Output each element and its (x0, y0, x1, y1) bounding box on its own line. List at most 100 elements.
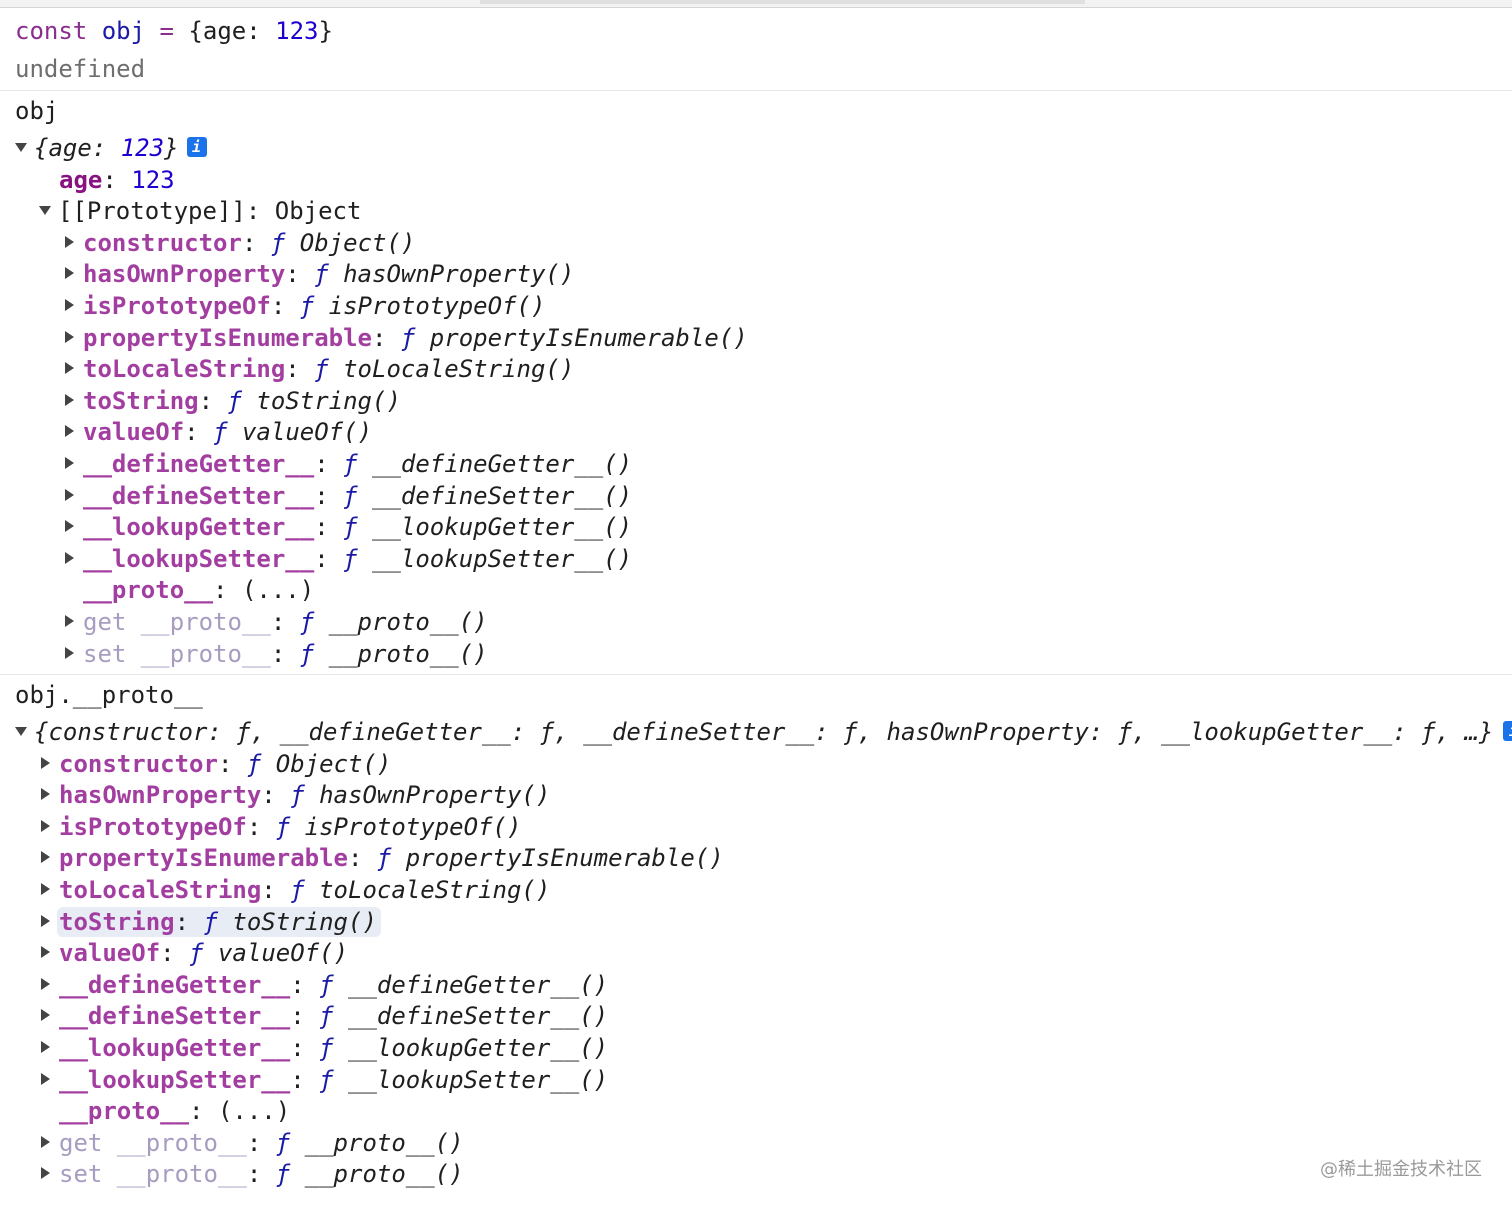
method-entry[interactable]: toLocaleString: ƒ toLocaleString() (59, 876, 550, 904)
proto-method-row[interactable]: __defineGetter__: ƒ __defineGetter__() (63, 449, 1512, 481)
expand-caret-icon[interactable] (65, 330, 74, 343)
scrollbar-thumb[interactable] (480, 0, 1085, 4)
method-entry[interactable]: get __proto__: ƒ __proto__() (59, 1129, 464, 1157)
proto-root-row[interactable]: {constructor: ƒ, __defineGetter__: ƒ, __… (15, 717, 1512, 749)
method-entry[interactable]: valueOf: ƒ valueOf() (59, 939, 348, 967)
function-symbol: ƒ (290, 876, 305, 905)
method-entry[interactable]: set __proto__: ƒ __proto__() (83, 640, 488, 668)
proto-method-row[interactable]: __defineSetter__: ƒ __defineSetter__() (39, 1001, 1512, 1033)
expand-caret-icon[interactable] (41, 977, 50, 990)
expand-caret-icon[interactable] (65, 235, 74, 248)
console-top-scrollbar[interactable] (0, 0, 1512, 8)
object-root-row[interactable]: {age: 123} i (15, 133, 1512, 165)
expand-caret-icon[interactable] (65, 456, 74, 469)
expand-caret-icon[interactable] (41, 946, 50, 959)
proto-method-row[interactable]: set __proto__: ƒ __proto__() (39, 1159, 1512, 1191)
method-entry[interactable]: get __proto__: ƒ __proto__() (83, 608, 488, 636)
info-icon[interactable]: i (186, 137, 207, 157)
method-entry[interactable]: hasOwnProperty: ƒ hasOwnProperty() (59, 781, 550, 809)
expand-caret-icon[interactable] (41, 851, 50, 864)
proto-method-row[interactable]: __defineGetter__: ƒ __defineGetter__() (39, 970, 1512, 1002)
expand-caret-icon[interactable] (41, 883, 50, 896)
property-row-age: age: 123 (59, 165, 175, 194)
proto-method-row[interactable]: __lookupSetter__: ƒ __lookupSetter__() (39, 1065, 1512, 1097)
proto-method-row[interactable]: toLocaleString: ƒ toLocaleString() (63, 354, 1512, 386)
input-obj: obj (15, 97, 59, 125)
expand-caret-icon[interactable] (65, 614, 74, 627)
expand-caret-icon[interactable] (41, 1041, 50, 1054)
expand-caret-icon[interactable] (65, 393, 74, 406)
method-entry[interactable]: __lookupGetter__: ƒ __lookupGetter__() (83, 513, 632, 541)
proto-accessor-row[interactable]: __proto__: (...) (39, 1096, 1512, 1128)
proto-method-row[interactable]: toString: ƒ toString() (39, 906, 1512, 939)
proto-method-row[interactable]: __lookupSetter__: ƒ __lookupSetter__() (63, 544, 1512, 576)
proto-method-row[interactable]: toString: ƒ toString() (63, 386, 1512, 418)
proto-method-row[interactable]: propertyIsEnumerable: ƒ propertyIsEnumer… (39, 843, 1512, 875)
expand-caret-icon[interactable] (15, 726, 27, 736)
proto-method-row[interactable]: get __proto__: ƒ __proto__() (39, 1128, 1512, 1160)
proto-method-row[interactable]: __lookupGetter__: ƒ __lookupGetter__() (63, 512, 1512, 544)
expand-caret-icon[interactable] (41, 819, 50, 832)
proto-preview[interactable]: {constructor: ƒ, __defineGetter__: ƒ, __… (34, 718, 1494, 747)
colon: : (246, 1160, 276, 1189)
method-entry[interactable]: __lookupGetter__: ƒ __lookupGetter__() (59, 1034, 608, 1062)
expand-caret-icon[interactable] (65, 520, 74, 533)
method-entry[interactable]: propertyIsEnumerable: ƒ propertyIsEnumer… (59, 844, 724, 872)
method-entry[interactable]: __defineGetter__: ƒ __defineGetter__() (59, 971, 608, 999)
method-entry[interactable]: __defineSetter__: ƒ __defineSetter__() (59, 1002, 608, 1030)
lazy-value[interactable]: (...) (217, 1097, 291, 1126)
expand-caret-icon[interactable] (41, 1009, 50, 1022)
expand-caret-icon[interactable] (41, 1167, 50, 1180)
expand-caret-icon[interactable] (39, 205, 51, 215)
method-entry[interactable]: toLocaleString: ƒ toLocaleString() (83, 355, 574, 383)
method-entry[interactable]: isPrototypeOf: ƒ isPrototypeOf() (59, 813, 521, 841)
object-preview[interactable]: {age: 123} (34, 134, 179, 162)
method-entry[interactable]: hasOwnProperty: ƒ hasOwnProperty() (83, 260, 574, 288)
prototype-row[interactable]: [[Prototype]]: Object (15, 196, 1512, 228)
property-key: set __proto__ (83, 639, 271, 668)
expand-caret-icon[interactable] (41, 1072, 50, 1085)
proto-method-row[interactable]: __lookupGetter__: ƒ __lookupGetter__() (39, 1033, 1512, 1065)
expand-caret-icon[interactable] (15, 142, 27, 152)
proto-method-row[interactable]: propertyIsEnumerable: ƒ propertyIsEnumer… (63, 323, 1512, 355)
expand-caret-icon[interactable] (65, 425, 74, 438)
method-entry[interactable]: set __proto__: ƒ __proto__() (59, 1160, 464, 1188)
lazy-value[interactable]: (...) (241, 576, 315, 605)
expand-caret-icon[interactable] (65, 551, 74, 564)
expand-caret-icon[interactable] (65, 488, 74, 501)
expand-caret-icon[interactable] (65, 267, 74, 280)
proto-method-row[interactable]: set __proto__: ƒ __proto__() (63, 639, 1512, 671)
colon: : (290, 970, 320, 999)
proto-method-row[interactable]: toLocaleString: ƒ toLocaleString() (39, 875, 1512, 907)
method-entry[interactable]: toString: ƒ toString() (57, 906, 381, 937)
method-entry[interactable]: __lookupSetter__: ƒ __lookupSetter__() (83, 545, 632, 573)
method-entry[interactable]: __defineGetter__: ƒ __defineGetter__() (83, 450, 632, 478)
proto-method-row[interactable]: valueOf: ƒ valueOf() (63, 417, 1512, 449)
proto-method-row[interactable]: get __proto__: ƒ __proto__() (63, 607, 1512, 639)
proto-method-row[interactable]: isPrototypeOf: ƒ isPrototypeOf() (39, 812, 1512, 844)
proto-method-row[interactable]: valueOf: ƒ valueOf() (39, 938, 1512, 970)
proto-accessor-row[interactable]: __proto__: (...) (63, 575, 1512, 607)
method-entry[interactable]: propertyIsEnumerable: ƒ propertyIsEnumer… (83, 324, 748, 352)
expand-caret-icon[interactable] (41, 914, 50, 927)
proto-method-row[interactable]: isPrototypeOf: ƒ isPrototypeOf() (63, 291, 1512, 323)
method-entry[interactable]: constructor: ƒ Object() (83, 229, 415, 257)
expand-caret-icon[interactable] (41, 1135, 50, 1148)
method-entry[interactable]: constructor: ƒ Object() (59, 750, 391, 778)
proto-method-row[interactable]: constructor: ƒ Object() (39, 749, 1512, 781)
expand-caret-icon[interactable] (65, 298, 74, 311)
expand-caret-icon[interactable] (41, 788, 50, 801)
expand-caret-icon[interactable] (65, 646, 74, 659)
proto-method-row[interactable]: constructor: ƒ Object() (63, 228, 1512, 260)
proto-method-row[interactable]: hasOwnProperty: ƒ hasOwnProperty() (63, 259, 1512, 291)
method-entry[interactable]: __defineSetter__: ƒ __defineSetter__() (83, 482, 632, 510)
proto-method-row[interactable]: __defineSetter__: ƒ __defineSetter__() (63, 481, 1512, 513)
expand-caret-icon[interactable] (65, 362, 74, 375)
expand-caret-icon[interactable] (41, 756, 50, 769)
method-entry[interactable]: valueOf: ƒ valueOf() (83, 418, 372, 446)
method-entry[interactable]: toString: ƒ toString() (83, 387, 401, 415)
method-entry[interactable]: isPrototypeOf: ƒ isPrototypeOf() (83, 292, 545, 320)
proto-method-row[interactable]: hasOwnProperty: ƒ hasOwnProperty() (39, 780, 1512, 812)
method-entry[interactable]: __lookupSetter__: ƒ __lookupSetter__() (59, 1066, 608, 1094)
info-icon[interactable]: i (1503, 721, 1512, 742)
